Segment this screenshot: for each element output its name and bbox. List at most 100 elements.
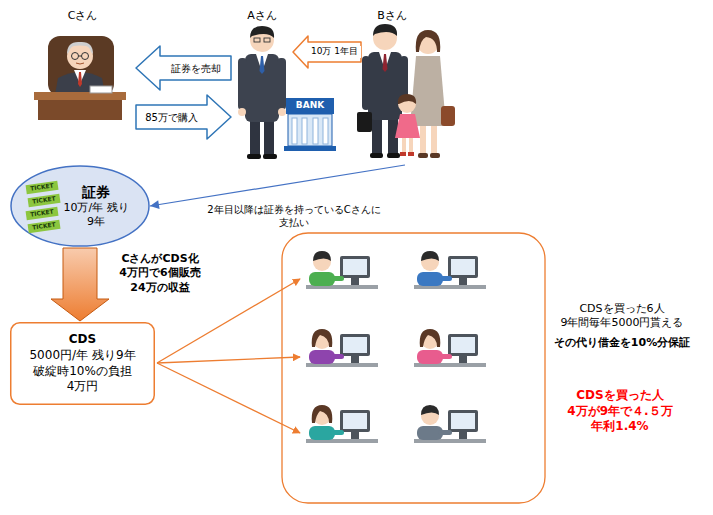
businessman-figure (250, 118, 260, 156)
family-figure (373, 24, 397, 36)
block-arrow (136, 95, 231, 139)
bank-building (302, 118, 307, 144)
family-figure (395, 114, 420, 138)
businessman-figure (245, 54, 279, 122)
family-figure (402, 136, 406, 153)
edge-label: 証券を売却 (169, 62, 223, 75)
bank-building (284, 98, 336, 151)
block-arrow (51, 248, 109, 321)
block-arrow (136, 46, 231, 90)
node-heading: CDS (68, 332, 98, 348)
family-figure (387, 153, 400, 158)
family-figure (418, 153, 428, 158)
buyers-group-box (282, 233, 545, 503)
edge-label-box: 10万 1年目 (309, 46, 361, 58)
block-arrow (293, 36, 361, 68)
family-figure (400, 152, 406, 156)
boss-figure (72, 53, 79, 60)
label-box: CDSを買った6人 9年間毎年5000円貰える (560, 302, 685, 331)
businessman-figure (278, 108, 286, 116)
businessman-figure (250, 26, 274, 38)
family-figure (357, 24, 455, 158)
family-figure (398, 94, 416, 104)
buyer-figure (414, 329, 486, 367)
family-figure (383, 54, 388, 72)
sale-line (157, 363, 300, 433)
family-figure (372, 116, 382, 156)
buyer-figure (306, 251, 378, 289)
businessman-figure (238, 26, 286, 159)
buyer-figure (414, 251, 486, 289)
node-heading: 証券 (81, 183, 111, 201)
edge-label: 2年目以降は証券を持っているCさんに 支払い (205, 203, 383, 229)
label-box: CDSを買った人 4万が9年で４.５万 年利1.4% (566, 388, 674, 435)
person-node: Aさん (232, 8, 292, 165)
family-figure (430, 153, 440, 158)
bank-building (284, 146, 336, 151)
connector-line (150, 200, 160, 209)
bank-building (292, 118, 297, 144)
node-heading: Aさん (246, 9, 278, 23)
buyer-figure (306, 329, 378, 367)
edge-label-box: CさんがCDS化 4万円で6個販売 24万の収益 (117, 252, 203, 295)
edge-label-box: 証券を売却 (169, 62, 223, 75)
block-arrow (136, 95, 231, 139)
block-arrow (293, 36, 361, 68)
label-box: その代り借金を10%分保証 (553, 336, 692, 350)
family-figure (409, 136, 413, 153)
sale-line (157, 357, 300, 363)
businessman-figure (263, 154, 277, 159)
cds-box: CDS5000円/年 残り9年 破綻時10%の負担 4万円 (10, 322, 155, 405)
family-figure (420, 124, 426, 156)
bank-building (286, 98, 334, 114)
businessman-figure (264, 38, 270, 42)
connector-line (150, 165, 405, 206)
family-figure (362, 56, 370, 110)
block-arrow (136, 46, 231, 90)
boss-figure (82, 53, 89, 60)
family-figure (431, 124, 437, 156)
edge-label: CさんがCDS化 4万円で6個販売 24万の収益 (117, 252, 203, 295)
family-figure (416, 30, 441, 52)
boss-figure (76, 63, 84, 64)
note-text: その代り借金を10%分保証 (553, 336, 692, 350)
person-node: Cさん (30, 8, 135, 120)
businessman-figure (277, 58, 286, 110)
buyer-figure (306, 405, 378, 443)
family-figure (368, 52, 402, 120)
boss-figure (78, 72, 82, 87)
node-heading: Cさん (67, 9, 99, 23)
boss-figure (34, 36, 126, 120)
bank-building (313, 118, 318, 144)
businessman-figure (247, 154, 261, 159)
boss-figure (67, 42, 93, 54)
boss-figure (38, 100, 122, 120)
block-arrow (51, 248, 109, 321)
edge-label-box: 2年目以降は証券を持っているCさんに 支払い (205, 203, 383, 229)
node-body: 10万/年 残り 9年 (62, 201, 130, 230)
person-node: Bさん (362, 8, 458, 165)
node-heading: Bさん (376, 9, 408, 23)
bank-sign: BANK (292, 100, 329, 112)
box-outline (11, 323, 155, 405)
note-text: CDSを買った6人 9年間毎年5000円貰える (560, 302, 685, 331)
highlight-text: CDSを買った人 4万が9年で４.５万 年利1.4% (566, 388, 674, 435)
boss-figure (90, 86, 112, 93)
family-figure (441, 106, 455, 126)
bank-building (288, 114, 332, 146)
buyer-figure (414, 405, 486, 443)
businessman-figure (264, 118, 274, 156)
node-body: 5000円/年 残り9年 破綻時10%の負担 4万円 (28, 348, 137, 395)
bank-building (323, 118, 328, 144)
businessman-figure (238, 108, 246, 116)
family-figure (370, 153, 383, 158)
edge-label: 10万 1年目 (309, 46, 361, 58)
family-figure (398, 95, 416, 113)
family-figure (408, 152, 414, 156)
boss-figure (79, 56, 82, 57)
family-figure (357, 112, 372, 132)
edge-label: 85万で購入 (143, 111, 200, 124)
label-box: BANK (292, 100, 329, 112)
